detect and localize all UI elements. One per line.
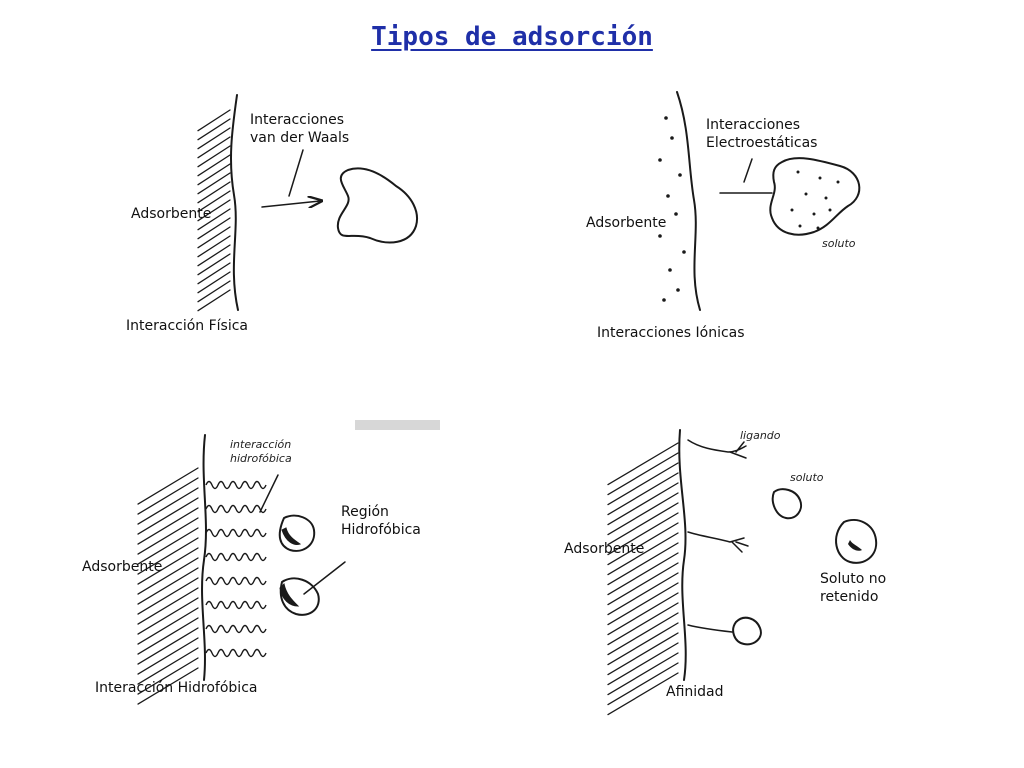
vdw-arrow [261, 201, 320, 207]
adsorbent-label-ionic: Adsorbente [586, 215, 667, 231]
hydrophobic-chains [205, 480, 267, 658]
caption-hydrophobic: Interacción Hidrofóbica [95, 680, 258, 696]
adsorbent-surface-line [678, 429, 687, 681]
panel-hydrophobic-interaction [137, 420, 440, 705]
hydrophobic-region-label: Región Hidrofóbica [341, 504, 421, 538]
surface-charge-dots [658, 116, 686, 302]
solute-label-ionic: soluto [822, 237, 856, 250]
electrostatic-pointer-line [743, 158, 753, 183]
caption-ionic: Interacciones Iónicas [597, 325, 745, 341]
hydrophobic-solute-lower [279, 577, 320, 616]
adsorbent-label-hydrophobic: Adsorbente [82, 559, 163, 575]
unretained-solute-label: Soluto no retenido [820, 571, 887, 605]
ligand-middle [687, 531, 749, 553]
adsorbent-surface-line [201, 434, 207, 681]
hydrophobic-solute-upper [278, 514, 316, 552]
panel-ionic-interaction [658, 91, 861, 311]
adsorbent-surface-hatching [137, 467, 199, 705]
adsorbent-surface-line [676, 91, 701, 311]
scan-artifact-top [355, 420, 440, 430]
caption-affinity: Afinidad [666, 684, 724, 700]
charged-solute-molecule [769, 157, 861, 236]
adsorbent-label-physical: Adsorbente [131, 206, 212, 222]
adsorbent-surface-hatching [197, 109, 231, 312]
adsorbent-label-affinity: Adsorbente [564, 541, 645, 557]
panel-affinity [607, 429, 878, 716]
caption-physical: Interacción Física [126, 318, 249, 334]
bound-solute [732, 616, 762, 646]
hydrophobic-region-mark [281, 527, 302, 545]
unretained-solute [835, 519, 878, 564]
hydrophobic-pointer-line [259, 474, 279, 513]
vdw-pointer-line [288, 149, 304, 197]
solute-molecule [336, 167, 418, 244]
electrostatic-interactions-label: Interacciones Electroestáticas [706, 117, 818, 151]
hydrophobic-interaction-label: interacción hidrofóbica [230, 438, 292, 465]
ligand-upper [687, 439, 747, 459]
solute-charge-dots [790, 170, 840, 230]
free-solute [771, 488, 802, 520]
solute-label-affinity: soluto [790, 471, 824, 484]
unretained-solute-mark [848, 540, 862, 551]
adsorbent-surface-line [229, 94, 239, 311]
vdw-interactions-label: Interacciones van der Waals [250, 112, 350, 146]
ligand-label: ligando [740, 429, 781, 442]
hydrophobic-region-mark [279, 582, 300, 607]
region-pointer-line [303, 561, 346, 595]
adsorbent-surface-hatching [607, 442, 679, 716]
page-title: Tipos de adsorción [371, 22, 653, 52]
ligand-lower [687, 624, 733, 633]
panel-physical-interaction [197, 94, 418, 312]
